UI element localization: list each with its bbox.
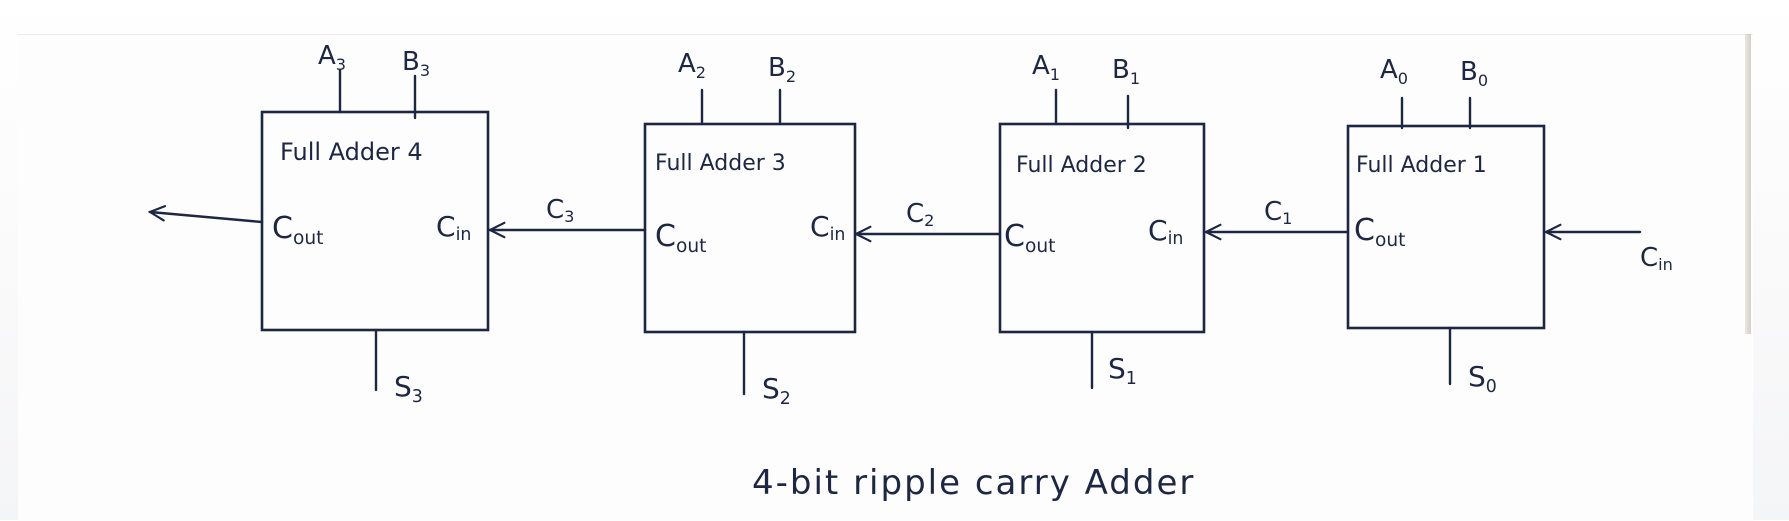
full-adder-1-box <box>1346 124 1546 330</box>
full-adder-3-cin-label: Cin <box>810 210 845 245</box>
carry-c1-label: C1 <box>1264 197 1292 228</box>
paper-edge-shadow <box>1745 34 1751 334</box>
diagram-caption: 4-bit ripple carry Adder <box>752 463 1195 503</box>
full-adder-2-cout-label: Cout <box>1004 219 1055 257</box>
full-adder-1-cout-label: Cout <box>1354 213 1405 251</box>
paper-sheet <box>18 34 1753 521</box>
a2-label: A2 <box>678 49 706 82</box>
b2-label: B2 <box>768 53 796 86</box>
full-adder-3: Full Adder 3 A2 B2 Cout Cin S2 <box>643 49 857 409</box>
s0-label: S0 <box>1468 360 1497 397</box>
carry-c3-label: C3 <box>546 195 574 226</box>
full-adder-1-title: Full Adder 1 <box>1356 153 1487 178</box>
a1-label: A1 <box>1032 51 1060 84</box>
full-adder-4-title: Full Adder 4 <box>280 138 423 166</box>
full-adder-1: Full Adder 1 A0 B0 Cout S0 <box>1346 55 1546 397</box>
full-adder-2-cin-label: Cin <box>1148 214 1183 249</box>
full-adder-4: Full Adder 4 A3 B3 Cout Cin S3 <box>260 41 490 407</box>
full-adder-2-title: Full Adder 2 <box>1016 153 1147 178</box>
a3-label: A3 <box>318 41 346 74</box>
b0-label: B0 <box>1460 57 1488 90</box>
carry-c2-label: C2 <box>906 199 934 230</box>
full-adder-2-box <box>998 122 1206 334</box>
full-adder-2: Full Adder 2 A1 B1 Cout Cin S1 <box>998 51 1206 390</box>
a0-label: A0 <box>1380 55 1408 88</box>
s1-label: S1 <box>1108 352 1137 389</box>
full-adder-3-title: Full Adder 3 <box>655 151 786 176</box>
full-adder-4-cin-label: Cin <box>436 210 471 245</box>
s2-label: S2 <box>762 372 791 409</box>
s3-label: S3 <box>394 370 423 407</box>
b3-label: B3 <box>402 47 430 80</box>
final-carry-out-arrow <box>150 212 264 224</box>
carry-in-label: Cin <box>1640 243 1673 274</box>
full-adder-3-cout-label: Cout <box>655 219 706 257</box>
b1-label: B1 <box>1112 55 1140 88</box>
full-adder-4-cout-label: Cout <box>272 211 323 249</box>
